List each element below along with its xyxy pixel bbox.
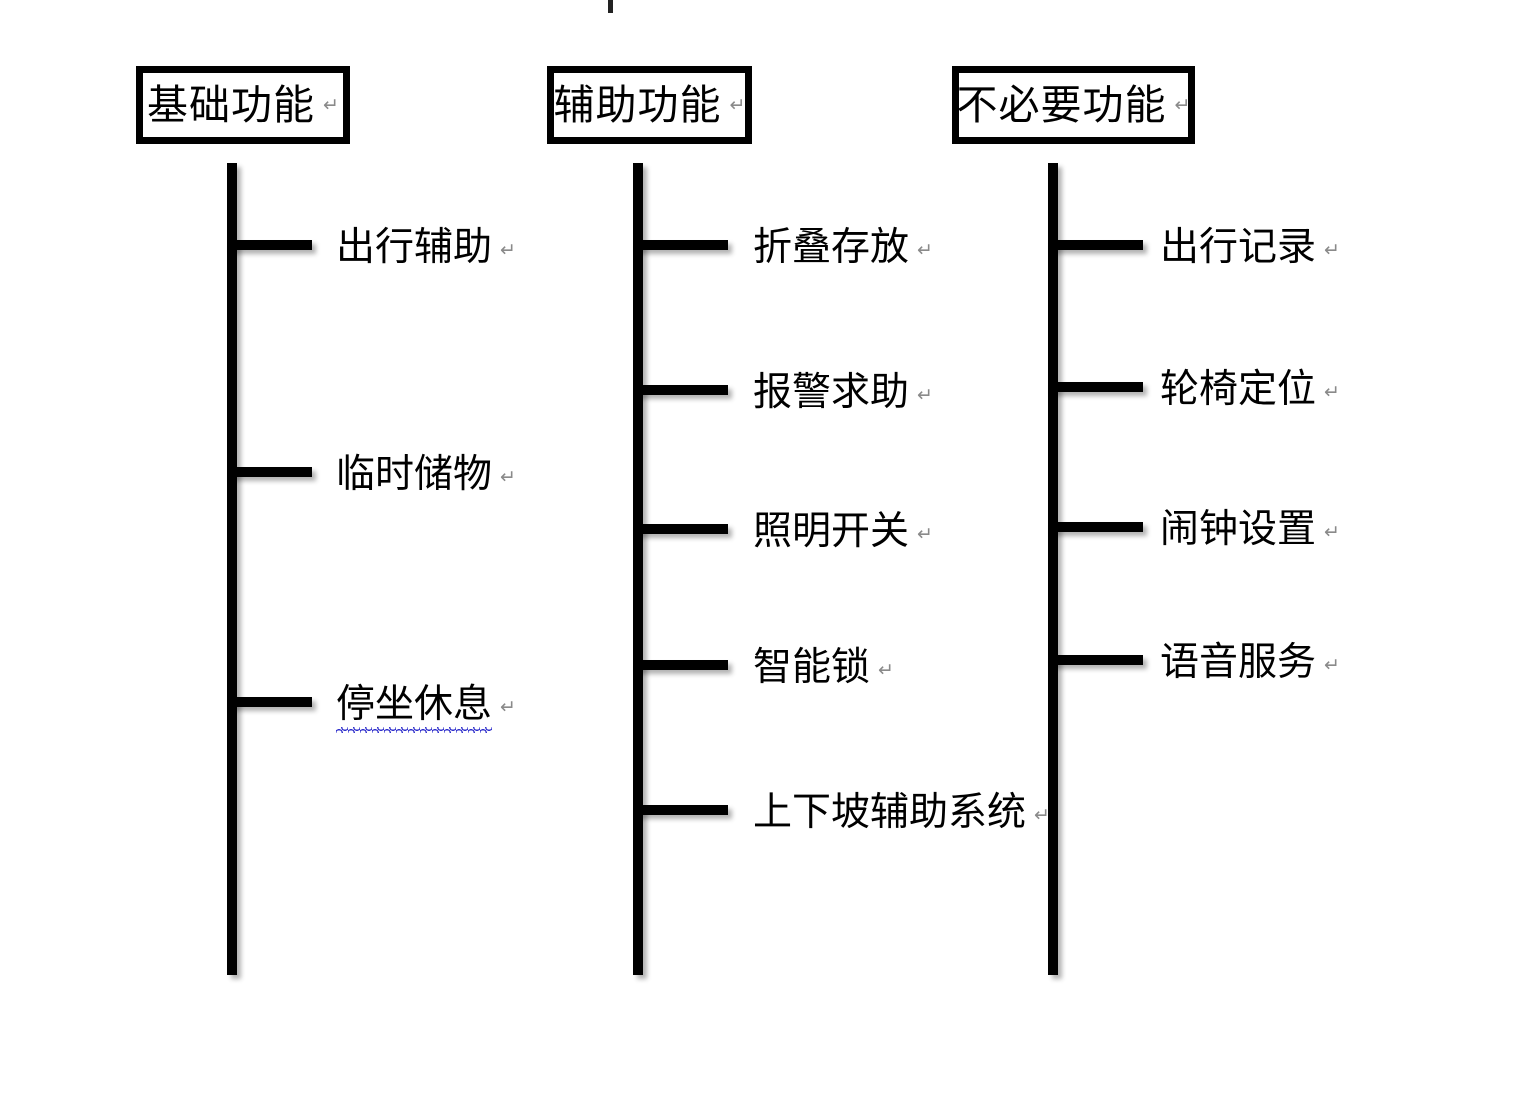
branch-connector [633,240,728,250]
paragraph-mark-icon: ↵ [917,239,933,261]
leaf-item-label: 闹钟设置 [1160,507,1317,552]
leaf-item-label: 照明开关 [753,509,910,554]
leaf-item-label: 临时储物 [336,452,493,497]
group-spine-1 [227,163,237,975]
group-spine-3 [1048,163,1058,975]
leaf-item[interactable]: 照明开关 ↵ [753,512,933,551]
branch-connector [633,805,728,815]
leaf-item-label: 上下坡辅助系统 [753,790,1027,835]
leaf-item[interactable]: 上下坡辅助系统 ↵ [753,793,1050,832]
branch-connector [633,385,728,395]
text-cursor-tick [608,0,613,13]
branch-connector [633,660,728,670]
leaf-item-label: 停坐休息 [336,682,493,733]
category-title: 基础功能 [147,80,316,129]
paragraph-mark-icon: ↵ [729,94,746,116]
category-box-3[interactable]: 不必要功能 ↵ [952,66,1195,144]
category-box-2[interactable]: 辅助功能 ↵ [547,66,752,144]
leaf-item-label: 折叠存放 [753,225,910,270]
paragraph-mark-icon: ↵ [1324,521,1340,543]
branch-connector [1048,522,1143,532]
leaf-item[interactable]: 语音服务 ↵ [1160,643,1340,682]
leaf-item[interactable]: 停坐休息 ↵ [336,682,516,733]
category-title: 辅助功能 [553,80,722,129]
category-title: 不必要功能 [956,80,1167,129]
leaf-item[interactable]: 智能锁 ↵ [753,648,894,687]
paragraph-mark-icon: ↵ [1324,381,1340,403]
leaf-item-label: 出行记录 [1160,225,1317,270]
leaf-item-label: 语音服务 [1160,640,1317,685]
paragraph-mark-icon: ↵ [500,466,516,488]
leaf-item-label: 智能锁 [753,645,871,690]
leaf-item-label: 出行辅助 [336,225,493,270]
paragraph-mark-icon: ↵ [878,659,894,681]
paragraph-mark-icon: ↵ [1324,654,1340,676]
branch-connector [227,697,312,707]
leaf-item[interactable]: 折叠存放 ↵ [753,228,933,267]
group-spine-2 [633,163,643,975]
paragraph-mark-icon: ↵ [1324,239,1340,261]
leaf-item[interactable]: 出行辅助 ↵ [336,228,516,267]
branch-connector [1048,240,1143,250]
paragraph-mark-icon: ↵ [1174,94,1191,116]
branch-connector [227,240,312,250]
branch-connector [633,524,728,534]
branch-connector [1048,655,1143,665]
leaf-item-label: 轮椅定位 [1160,367,1317,412]
leaf-item[interactable]: 临时储物 ↵ [336,455,516,494]
branch-connector [1048,382,1143,392]
paragraph-mark-icon: ↵ [323,94,339,116]
paragraph-mark-icon: ↵ [500,239,516,261]
branch-connector [227,467,312,477]
paragraph-mark-icon: ↵ [917,384,933,406]
paragraph-mark-icon: ↵ [1034,804,1050,826]
paragraph-mark-icon: ↵ [917,523,933,545]
paragraph-mark-icon: ↵ [500,696,516,718]
category-box-1[interactable]: 基础功能 ↵ [136,66,350,144]
leaf-item[interactable]: 闹钟设置 ↵ [1160,510,1340,549]
leaf-item-label: 报警求助 [753,370,910,415]
leaf-item[interactable]: 轮椅定位 ↵ [1160,370,1340,409]
leaf-item[interactable]: 报警求助 ↵ [753,373,933,412]
leaf-item[interactable]: 出行记录 ↵ [1160,228,1340,267]
